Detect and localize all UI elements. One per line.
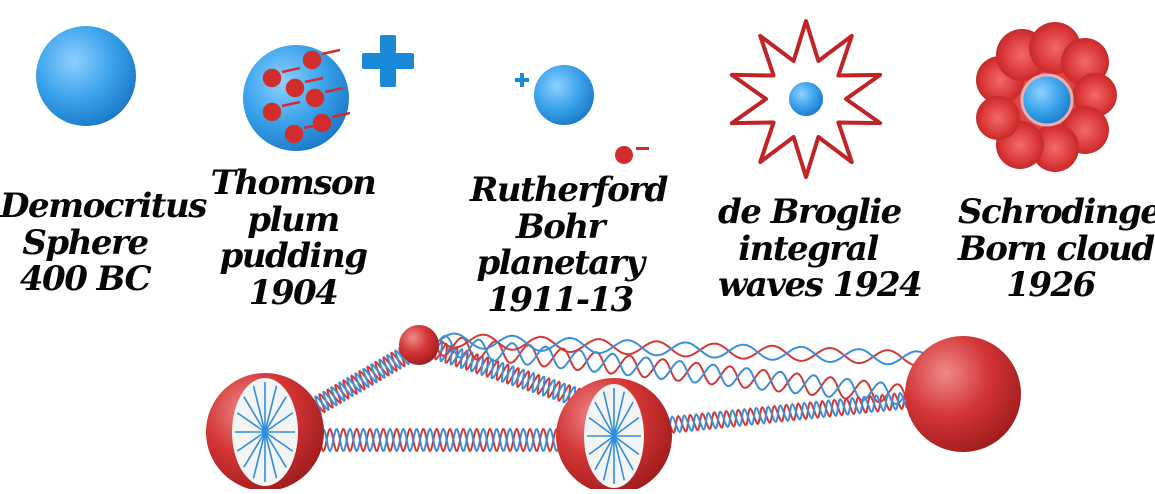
left-particle <box>206 373 324 489</box>
debroglie-nucleus <box>789 82 823 116</box>
electron <box>314 115 330 131</box>
rutherford-electron <box>615 146 633 164</box>
democritus-label: Democritus Sphere 400 BC <box>0 188 170 298</box>
thomson-label: Thomson plum pudding 1904 <box>208 165 378 312</box>
electron <box>287 80 303 96</box>
electron <box>307 90 323 106</box>
small-particle <box>399 325 439 365</box>
electron <box>264 104 280 120</box>
rutherford-atom <box>515 65 649 164</box>
plus-sign <box>362 35 414 87</box>
democritus-sphere <box>36 26 136 126</box>
schrodinger-atom <box>976 22 1117 172</box>
small-plus-sign <box>515 73 529 87</box>
right-particle <box>905 336 1021 452</box>
thomson-atom <box>243 35 414 151</box>
debroglie-label: de Broglie integral waves 1924 <box>718 194 898 304</box>
electron <box>286 126 302 142</box>
debroglie-atom <box>732 21 880 177</box>
schrodinger-label: Schrodinger Born cloud 1926 <box>958 194 1143 304</box>
electron <box>264 70 280 86</box>
rutherford-label: Rutherford Bohr planetary 1911-13 <box>470 172 650 319</box>
wave-particle-illustration <box>206 325 1021 489</box>
schrodinger-nucleus <box>1022 75 1072 125</box>
electron <box>304 52 320 68</box>
middle-particle-spokes <box>587 388 641 484</box>
middle-particle <box>556 378 672 489</box>
minus-sign <box>636 147 649 150</box>
rutherford-nucleus <box>534 65 594 125</box>
left-particle-spokes <box>235 382 295 482</box>
